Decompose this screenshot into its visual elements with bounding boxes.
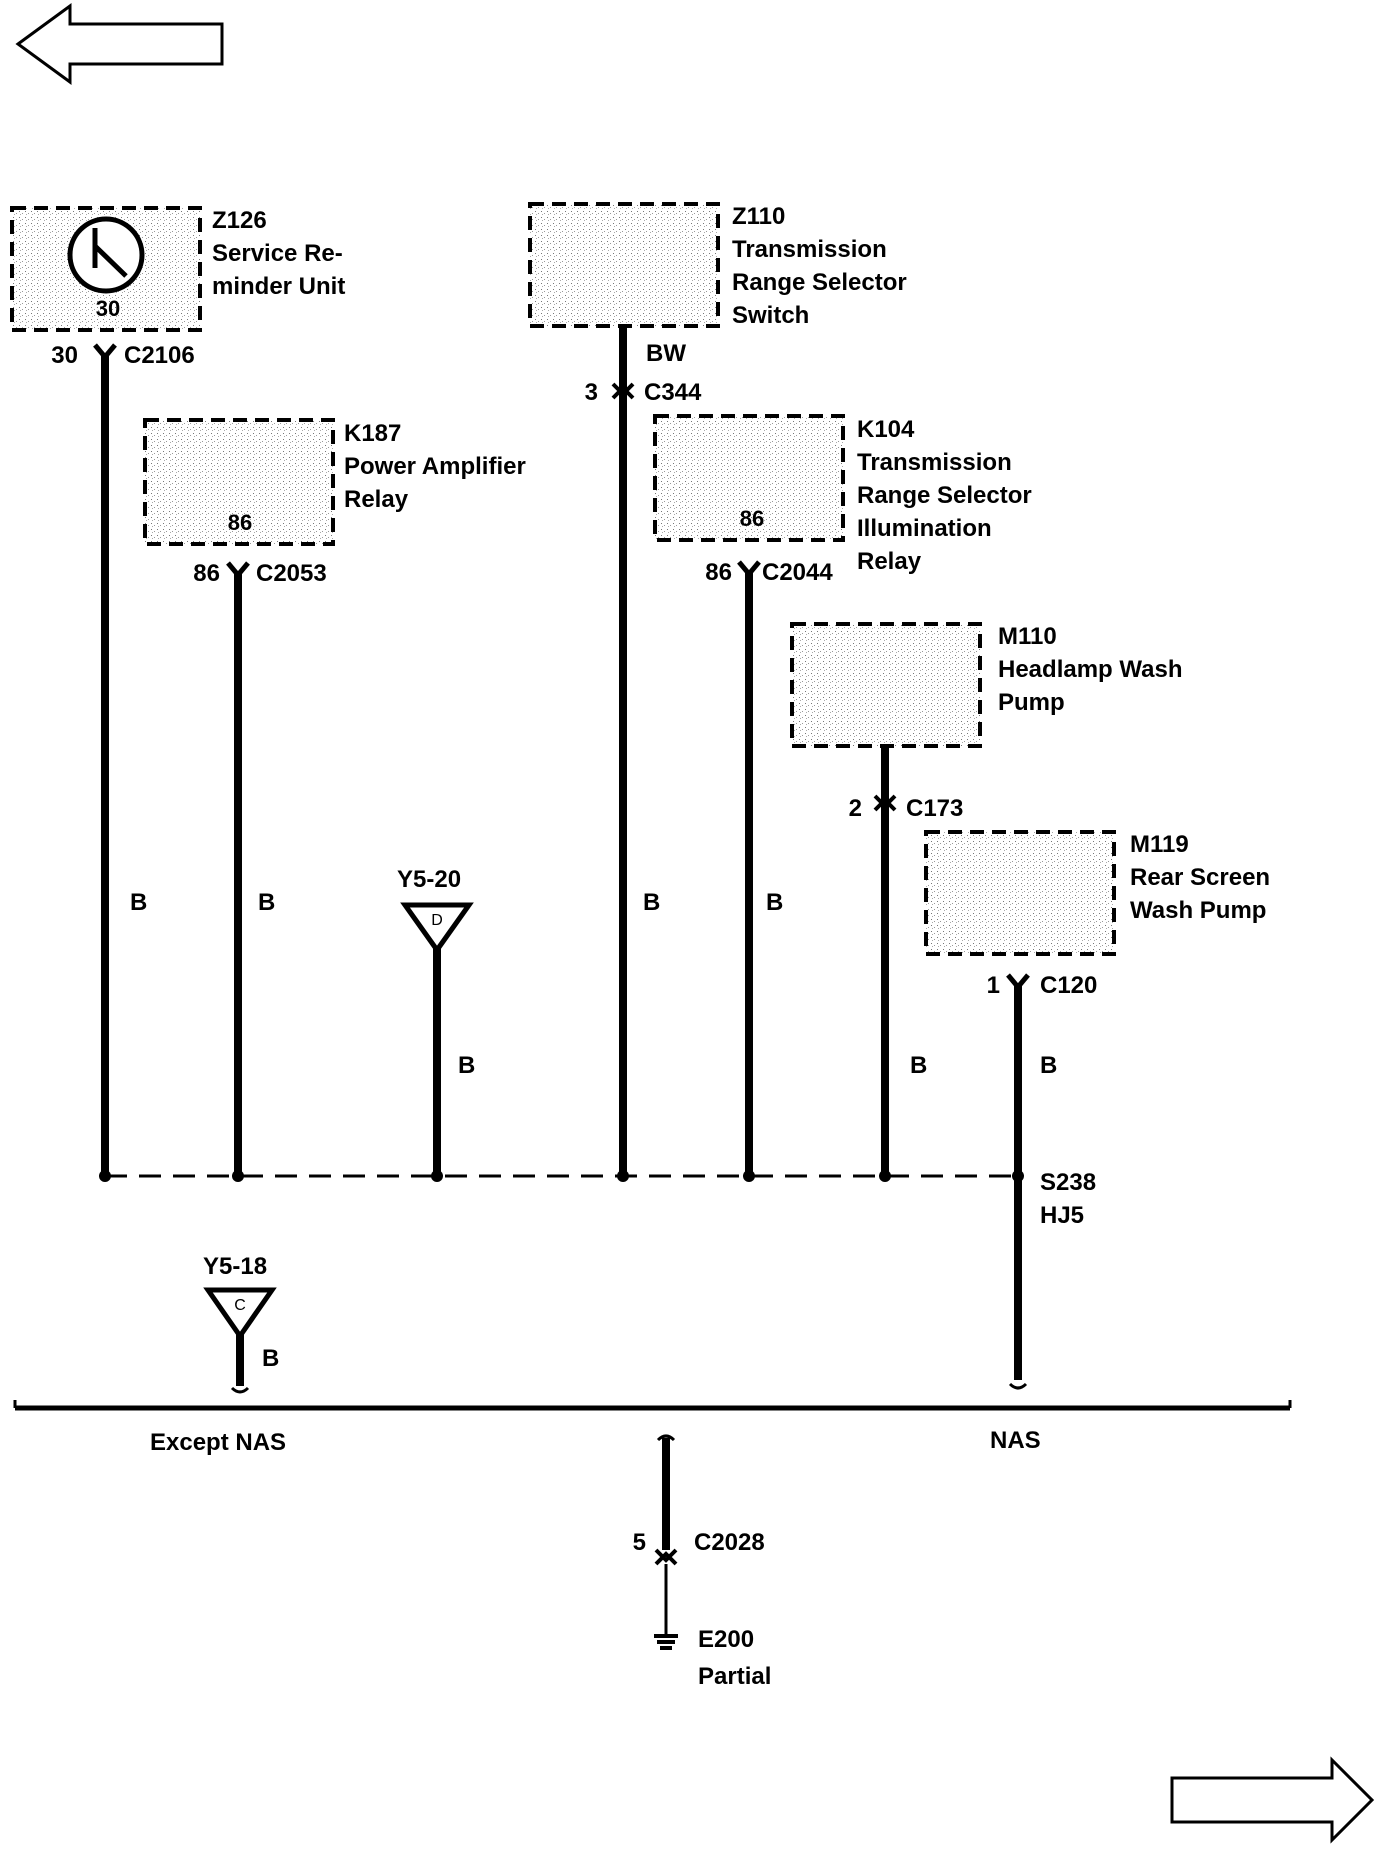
wire-y520-color: B [458, 1052, 475, 1079]
z126-pin-label: 30 [96, 296, 120, 321]
k104-id: K104 [857, 416, 915, 443]
splice-name: S238 [1040, 1169, 1096, 1196]
ground-note: Partial [698, 1663, 771, 1690]
splice-dot-6 [879, 1170, 891, 1182]
k187-pin-label: 86 [228, 510, 252, 535]
z110-component-box [528, 202, 720, 328]
wire-m119-color: B [1040, 1052, 1057, 1079]
c2053-pin: 86 [193, 560, 220, 587]
wire-y518-color: B [262, 1345, 279, 1372]
c173-connector-icon [873, 794, 897, 812]
z110-name-line1: Transmission [732, 236, 887, 263]
m119-name-line1: Rear Screen [1130, 864, 1270, 891]
z110-name-line2: Range Selector [732, 269, 907, 296]
wire-z126-color: B [130, 889, 147, 916]
splice-harness: HJ5 [1040, 1202, 1084, 1229]
c2028-name: C2028 [694, 1529, 765, 1556]
c120-name: C120 [1040, 972, 1097, 999]
splice-dot-7 [1012, 1170, 1024, 1182]
z126-name-line2: minder Unit [212, 273, 345, 300]
wire-z110-b-color: B [643, 889, 660, 916]
wire-k187-color: B [258, 889, 275, 916]
previous-page-arrow-icon[interactable] [15, 3, 224, 85]
m110-component-box [790, 622, 982, 748]
m110-id: M110 [998, 623, 1057, 650]
k187-name-line2: Relay [344, 486, 409, 513]
m119-component-box [924, 830, 1116, 956]
y520-label: Y5-20 [397, 866, 461, 893]
option-right-label: NAS [990, 1427, 1041, 1454]
c2053-name: C2053 [256, 560, 327, 587]
c2106-name: C2106 [124, 342, 195, 369]
c2028-pin: 5 [633, 1529, 646, 1556]
c344-pin: 3 [585, 379, 598, 406]
m119-name-line2: Wash Pump [1130, 897, 1266, 924]
ground-symbol-icon [654, 1634, 678, 1650]
y518-label: Y5-18 [203, 1253, 267, 1280]
c344-connector-icon [611, 382, 635, 400]
splice-dot-3 [431, 1170, 443, 1182]
k104-name-line3: Illumination [857, 515, 992, 542]
option-left-label: Except NAS [150, 1429, 286, 1456]
ground-wire-top-icon [656, 1434, 676, 1442]
k187-name-line1: Power Amplifier [344, 453, 526, 480]
splice-dot-4 [617, 1170, 629, 1182]
y520-letter: D [431, 912, 443, 929]
k104-name-line4: Relay [857, 548, 922, 575]
m119-id: M119 [1130, 831, 1189, 858]
k104-name-line1: Transmission [857, 449, 1012, 476]
y518-wire-end-icon [230, 1386, 250, 1394]
k104-pin-label: 86 [740, 506, 764, 531]
splice-dot-5 [743, 1170, 755, 1182]
c2044-pin: 86 [705, 559, 732, 586]
c2106-pin: 30 [51, 342, 78, 369]
m110-name-line2: Pump [998, 689, 1065, 716]
c173-name: C173 [906, 795, 963, 822]
clock-hands-icon [92, 228, 128, 278]
z110-id: Z110 [732, 203, 785, 230]
z126-name-line1: Service Re- [212, 240, 343, 267]
k187-id: K187 [344, 420, 401, 447]
ground-name: E200 [698, 1626, 754, 1653]
z110-name-line3: Switch [732, 302, 809, 329]
z126-id: Z126 [212, 207, 267, 234]
y520-reference-triangle-icon[interactable] [400, 902, 474, 955]
y518-letter: C [234, 1297, 246, 1314]
y518-reference-triangle-icon[interactable] [203, 1287, 277, 1341]
k104-name-line2: Range Selector [857, 482, 1032, 509]
splice-dot-2 [232, 1170, 244, 1182]
c120-pin: 1 [987, 972, 1000, 999]
k104-component-box [653, 414, 845, 542]
next-page-arrow-icon[interactable] [1170, 1756, 1375, 1844]
splice-wire-end-icon [1008, 1382, 1028, 1390]
c173-pin: 2 [849, 795, 862, 822]
m110-name-line1: Headlamp Wash [998, 656, 1183, 683]
k187-component-box [143, 418, 335, 546]
wire-z110-bw-color: BW [646, 340, 686, 367]
wire-m110-color: B [910, 1052, 927, 1079]
wire-k104-color: B [766, 889, 783, 916]
c344-name: C344 [644, 379, 702, 406]
c2044-name: C2044 [762, 559, 833, 586]
splice-dot-1 [99, 1170, 111, 1182]
c2028-connector-icon [654, 1548, 678, 1566]
